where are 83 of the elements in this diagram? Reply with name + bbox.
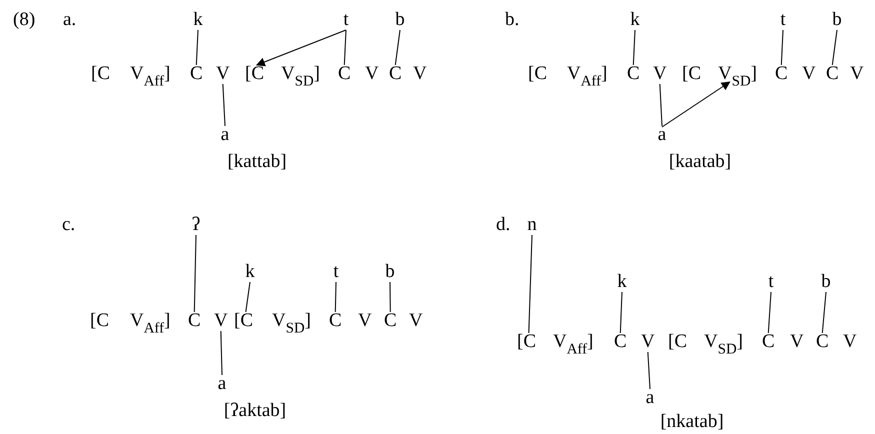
association-line xyxy=(620,292,622,334)
timing-slot: C xyxy=(338,64,351,83)
association-line xyxy=(822,292,826,334)
segment-letter: a xyxy=(646,388,654,407)
timing-slot: [C xyxy=(528,64,547,83)
timing-slot: V$_{Aff}$] xyxy=(130,311,170,330)
segment-letter: a xyxy=(658,125,666,144)
association-line xyxy=(647,352,650,390)
timing-slot: V xyxy=(409,311,423,330)
panel-letter: a. xyxy=(63,10,76,29)
timing-slot: C xyxy=(826,64,839,83)
association-line xyxy=(780,30,784,66)
timing-slot: V xyxy=(843,332,857,351)
association-line xyxy=(344,30,346,66)
segment-letter: k xyxy=(617,272,627,291)
surface-form: [nkatab] xyxy=(660,412,724,431)
timing-slot: C xyxy=(762,332,775,351)
segment-letter: a xyxy=(218,374,226,393)
segment-letter: b xyxy=(821,272,831,291)
association-line xyxy=(194,234,196,312)
association-line xyxy=(632,30,636,66)
timing-slot: C xyxy=(188,311,201,330)
timing-slot: V xyxy=(365,64,379,83)
association-line xyxy=(528,234,532,334)
timing-slot: [C xyxy=(91,64,110,83)
arrow xyxy=(662,82,730,128)
segment-letter: k xyxy=(245,262,255,281)
panel-letter: d. xyxy=(496,215,510,234)
arrow xyxy=(256,30,346,66)
timing-slot: [C xyxy=(668,332,687,351)
timing-slot: V xyxy=(850,64,864,83)
surface-form: [ʔaktab] xyxy=(224,401,286,420)
timing-slot: C xyxy=(190,64,203,83)
timing-slot: V xyxy=(802,64,816,83)
panel-letter: c. xyxy=(62,215,76,234)
association-line xyxy=(245,282,250,312)
timing-slot: [C xyxy=(245,64,264,83)
segment-letter: t xyxy=(343,10,349,29)
segment-letter: b xyxy=(395,10,405,29)
timing-slot: C xyxy=(816,332,829,351)
segment-letter: a xyxy=(220,125,230,144)
timing-slot: V xyxy=(641,332,655,351)
timing-slot: C xyxy=(627,64,640,83)
surface-form: [kaatab] xyxy=(668,152,732,171)
timing-slot: V xyxy=(790,332,804,351)
segment-letter: t xyxy=(333,262,339,281)
timing-slot: C xyxy=(389,64,402,83)
timing-slot: C xyxy=(329,311,342,330)
timing-slot: V xyxy=(413,64,427,83)
association-line xyxy=(768,292,772,334)
association-line xyxy=(659,84,662,126)
panel-letter: b. xyxy=(505,10,520,29)
timing-slot: V xyxy=(214,311,228,330)
timing-slot: [C xyxy=(90,311,109,330)
example-number: (8) xyxy=(13,10,36,29)
timing-slot: V$_{Aff}$] xyxy=(130,64,170,83)
timing-slot: V$_{Aff}$] xyxy=(553,332,594,351)
association-line xyxy=(390,282,391,312)
timing-slot: [C xyxy=(234,311,253,330)
timing-slot: C xyxy=(775,64,788,83)
timing-slot: [C xyxy=(517,332,536,351)
timing-slot: C xyxy=(384,311,397,330)
association-line xyxy=(832,30,838,66)
timing-slot: V$_{Aff}$] xyxy=(567,64,608,83)
segment-letter: k xyxy=(193,10,203,29)
timing-slot: V xyxy=(653,64,667,83)
association-line xyxy=(220,330,222,376)
timing-slot: C xyxy=(614,332,627,351)
segment-letter: t xyxy=(768,272,774,291)
segment-letter: n xyxy=(527,215,537,234)
association-line xyxy=(222,84,226,126)
segment-letter: ʔ xyxy=(192,215,200,234)
segment-letter: k xyxy=(630,10,640,29)
timing-slot: V xyxy=(216,64,230,83)
segment-letter: t xyxy=(780,10,786,29)
surface-form: [kattab] xyxy=(227,152,287,171)
timing-slot: [C xyxy=(682,64,701,83)
association-line xyxy=(196,30,198,66)
segment-letter: b xyxy=(832,10,842,29)
association-line xyxy=(394,30,400,66)
association-line xyxy=(334,282,336,312)
segment-letter: b xyxy=(385,262,395,281)
timing-slot: V xyxy=(358,311,372,330)
